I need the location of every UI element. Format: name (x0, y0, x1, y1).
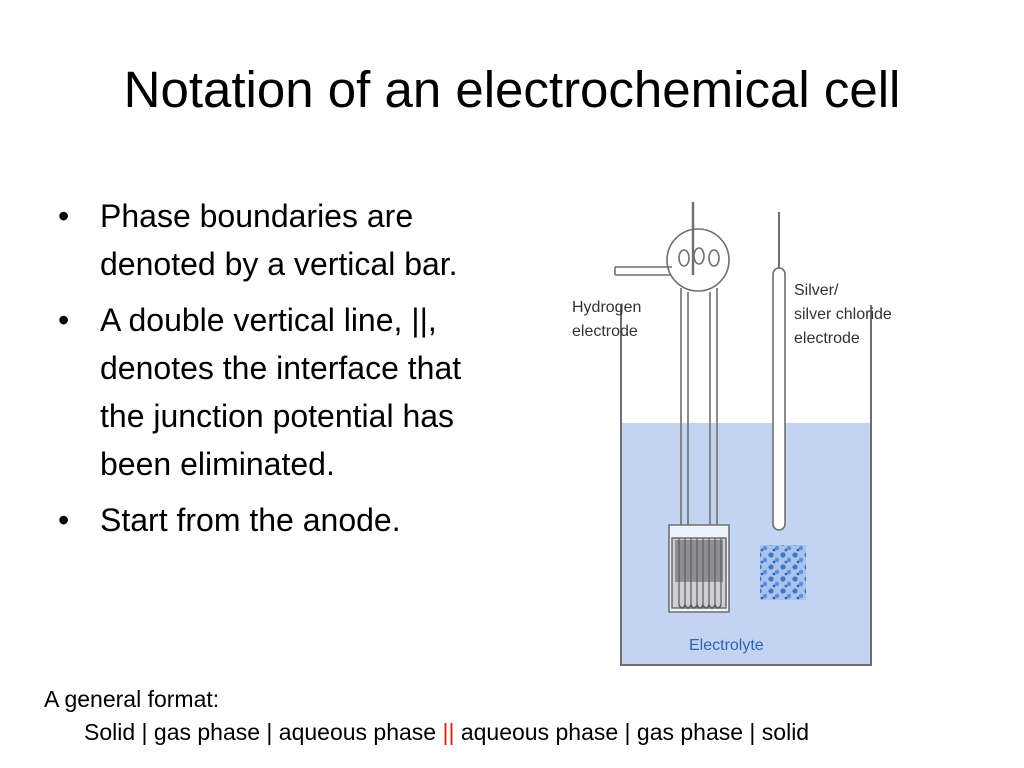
bullet-list: • Phase boundaries are denoted by a vert… (58, 192, 508, 552)
silver-label-line2: silver chloride (794, 306, 892, 323)
hydrogen-label-line1: Hydrogen (572, 299, 641, 316)
silver-label-line3: electrode (794, 330, 860, 347)
electrolyte-label: Electrolyte (689, 637, 764, 654)
electrolyte-liquid (621, 423, 871, 665)
double-bar-separator: || (442, 719, 455, 745)
beaker (620, 305, 872, 666)
electrochemical-cell-diagram: Hydrogen electrode Silver/ silver chlori… (572, 202, 892, 666)
hydrogen-label-line2: electrode (572, 323, 638, 340)
bullet-marker: • (58, 198, 70, 234)
bullet-item: • Phase boundaries are denoted by a vert… (58, 192, 508, 288)
format-left-part: Solid | gas phase | aqueous phase (84, 719, 443, 745)
bullet-item: • Start from the anode. (58, 496, 508, 544)
silver-chloride-electrode (760, 212, 806, 600)
bullet-marker: • (58, 502, 70, 538)
general-format-heading: A general format: (44, 686, 220, 712)
hydrogen-electrode (614, 202, 730, 613)
bullet-marker: • (58, 302, 70, 338)
bullet-text: Start from the anode. (100, 502, 401, 538)
silver-label-line1: Silver/ (794, 282, 839, 299)
bullet-item: • A double vertical line, ||, denotes th… (58, 296, 508, 488)
slide-title: Notation of an electrochemical cell (123, 61, 901, 118)
cell-notation-format: Solid | gas phase | aqueous phase || aqu… (84, 718, 809, 746)
format-right-part: aqueous phase | gas phase | solid (454, 719, 810, 745)
bullet-text: Phase boundaries are denoted by a vertic… (100, 198, 458, 282)
agcl-deposit (760, 545, 806, 600)
bullet-text: A double vertical line, ||, denotes the … (100, 302, 462, 482)
